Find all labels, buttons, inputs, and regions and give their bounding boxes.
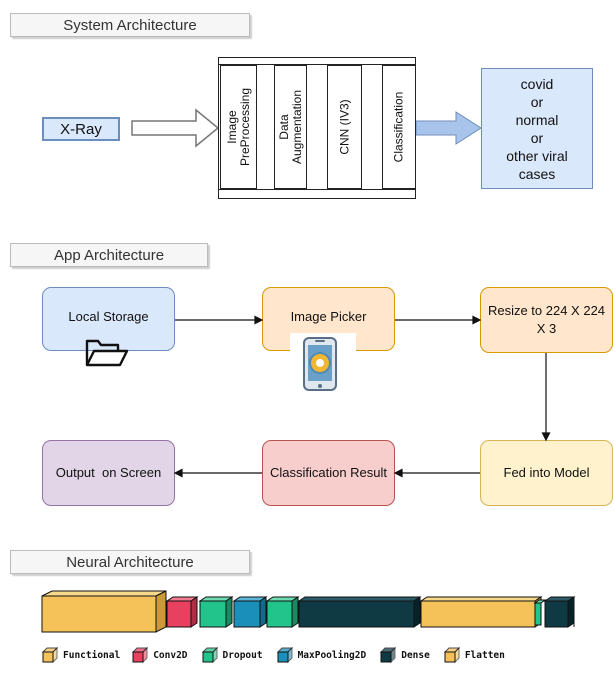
output-on-screen-node: Output on Screen	[42, 440, 175, 506]
legend-item-dropout: Dropout	[201, 647, 263, 663]
result-classes-box: covid or normal or other viral cases	[481, 68, 593, 189]
output-block-arrow	[415, 111, 482, 145]
result-line: or	[530, 93, 544, 110]
result-line: covid	[520, 75, 554, 92]
neural-layers-diagram	[41, 590, 576, 633]
legend-cube-icon	[380, 647, 397, 663]
node-label: Classification Result	[269, 465, 388, 480]
result-line: normal	[515, 111, 559, 128]
legend-item-flatten: Flatten	[443, 647, 505, 663]
legend-label: Dense	[401, 649, 430, 661]
phone-gallery-icon	[303, 337, 337, 391]
classification-result-node: Classification Result	[262, 440, 395, 506]
xray-input-box: X-Ray	[42, 117, 120, 141]
result-line: or	[530, 129, 544, 146]
neural-architecture-title: Neural Architecture	[10, 550, 250, 574]
xray-label: X-Ray	[60, 120, 102, 138]
app-architecture-title: App Architecture	[10, 243, 208, 267]
stage-classification: Classification	[382, 65, 416, 189]
layer-flatten	[419, 596, 543, 628]
system-architecture-title-text: System Architecture	[63, 16, 197, 34]
legend-label: Flatten	[464, 649, 505, 661]
node-label: Resize to 224 X 224 X 3	[487, 303, 606, 336]
layer-legend: Functional Conv2D Dropout MaxPooling2D Dense…	[42, 645, 612, 665]
node-label: Fed into Model	[503, 465, 590, 480]
stage-image-preprocessing: Image PreProcessing	[220, 65, 257, 189]
layer-maxpooling2d	[232, 596, 268, 628]
legend-item-maxpooling2d: MaxPooling2D	[276, 647, 367, 663]
legend-label: Dropout	[222, 649, 263, 661]
layer-dense	[297, 596, 422, 628]
result-line: other viral	[506, 147, 568, 164]
fed-into-model-node: Fed into Model	[480, 440, 613, 506]
stage-data-augmentation: Data Augmentation	[274, 65, 307, 189]
result-line: cases	[518, 165, 556, 182]
input-block-arrow	[131, 108, 220, 148]
legend-item-conv2d: Conv2D	[132, 647, 188, 663]
legend-cube-icon	[201, 647, 218, 663]
legend-cube-icon	[42, 647, 58, 663]
local-storage-node: Local Storage	[42, 287, 175, 351]
legend-item-dense: Dense	[380, 647, 430, 663]
legend-label: MaxPooling2D	[297, 649, 367, 661]
system-architecture-title: System Architecture	[10, 13, 250, 37]
layer-conv2d	[165, 596, 199, 628]
neural-architecture-title-text: Neural Architecture	[66, 553, 194, 571]
layer-dropout	[265, 596, 300, 628]
layer-dropout	[198, 596, 234, 628]
layer-dropout	[533, 599, 547, 626]
resize-node: Resize to 224 X 224 X 3	[480, 287, 613, 353]
app-architecture-title-text: App Architecture	[53, 246, 165, 264]
legend-label: Functional	[63, 649, 121, 661]
legend-cube-icon	[132, 647, 149, 663]
node-label: Image Picker	[290, 309, 367, 324]
legend-cube-icon	[276, 647, 293, 663]
node-label: Output on Screen	[55, 465, 162, 480]
layer-functional	[41, 590, 167, 633]
legend-label: Conv2D	[153, 649, 188, 661]
folder-open-icon	[85, 339, 129, 367]
legend-cube-icon	[443, 647, 460, 663]
legend-item-functional: Functional	[42, 647, 120, 663]
stage-cnn: CNN (IV3)	[327, 65, 362, 189]
node-label: Local Storage	[68, 309, 149, 324]
layer-dense	[543, 596, 576, 628]
